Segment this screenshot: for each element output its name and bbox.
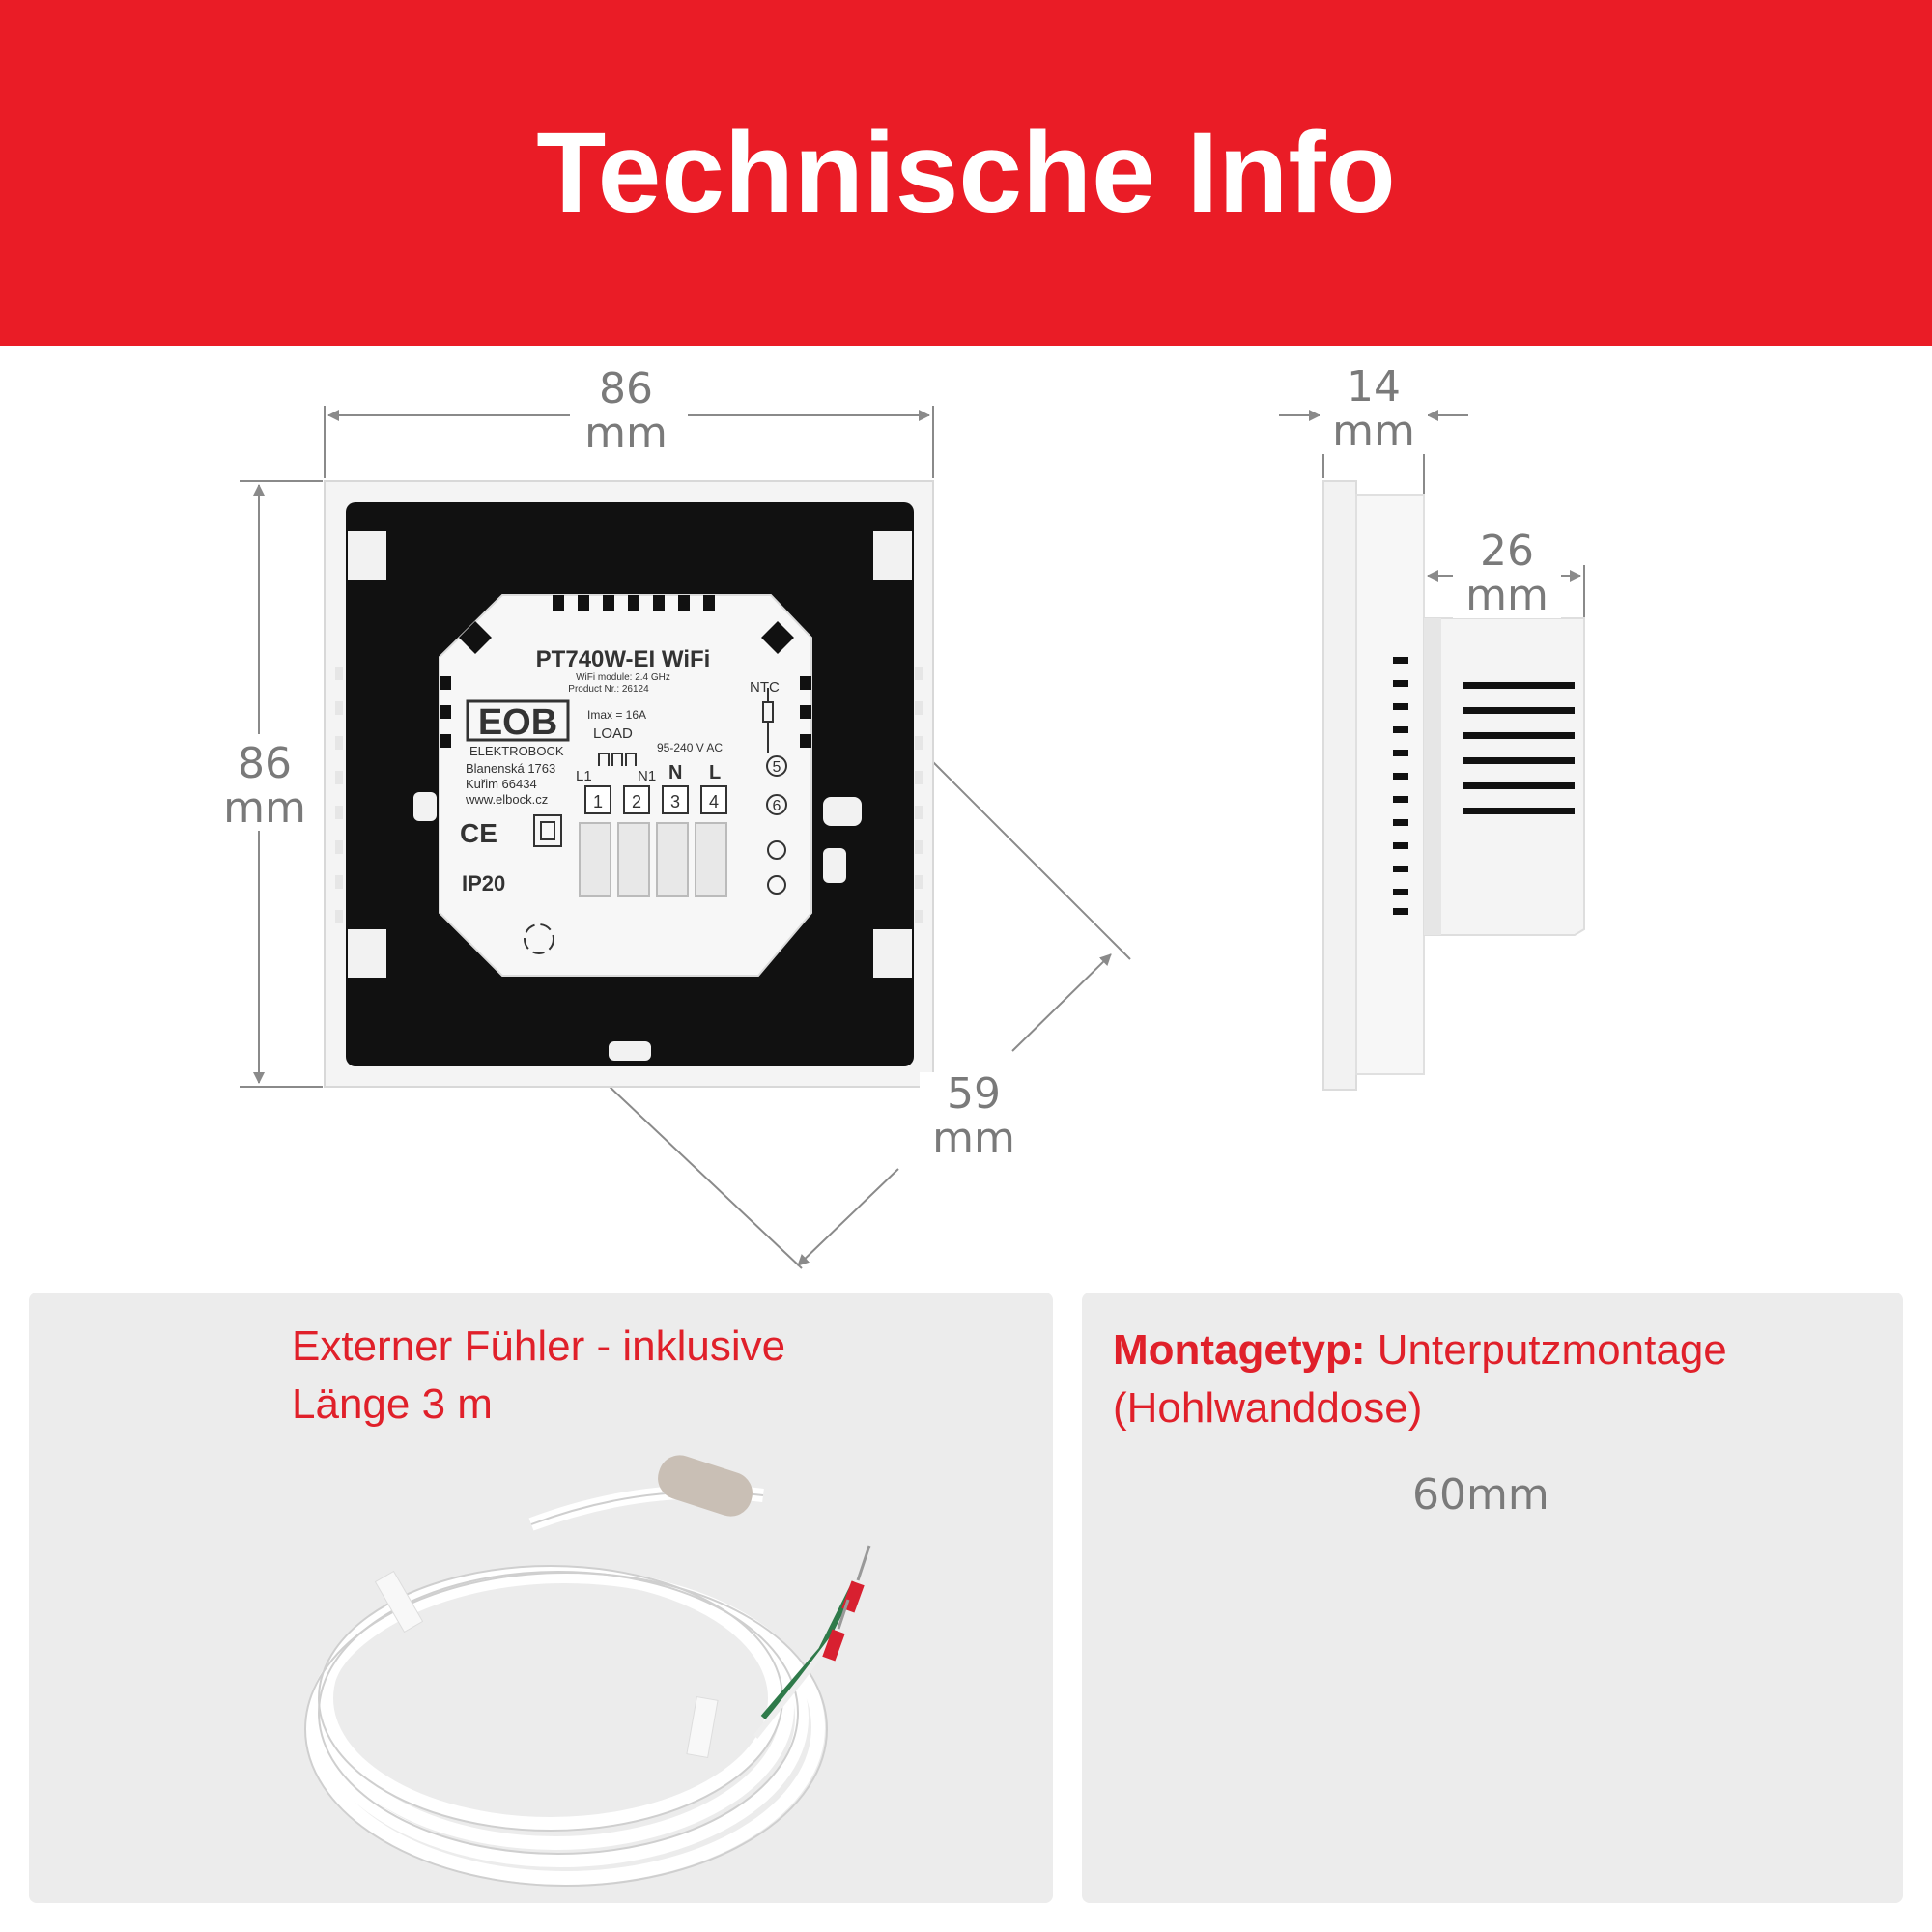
- width-dimension-label: 86 mm: [572, 367, 680, 456]
- height-value: 86: [238, 739, 292, 788]
- terminal-n1-label: N1: [638, 768, 656, 784]
- street-label: Blanenská 1763: [466, 761, 555, 776]
- ce-mark: CE: [460, 818, 497, 848]
- ntc-label: NTC: [750, 679, 780, 696]
- depth-unit: mm: [1332, 407, 1415, 456]
- thermostat-front-view: EOB: [324, 480, 934, 1088]
- header-banner: Technische Info: [0, 0, 1932, 346]
- module-value: 26: [1480, 526, 1534, 576]
- ip-rating: IP20: [462, 871, 505, 895]
- diagonal-unit: mm: [932, 1114, 1015, 1163]
- mount-type-detail: (Hohlwanddose): [1113, 1384, 1423, 1432]
- width-unit: mm: [584, 409, 668, 458]
- height-unit: mm: [223, 783, 306, 833]
- depth-dimension-label: 14 mm: [1320, 365, 1428, 454]
- product-nr-label: Product Nr.: 26124: [568, 684, 649, 695]
- sensor-caption: Externer Fühler - inklusive Länge 3 m: [292, 1318, 968, 1434]
- terminal-l-label: L: [709, 762, 721, 783]
- wifi-module-label: WiFi module: 2.4 GHz: [576, 672, 670, 683]
- terminal-n-label: N: [668, 762, 682, 783]
- imax-label: Imax = 16A: [587, 708, 646, 722]
- mount-type-value: Unterputzmontage: [1377, 1326, 1727, 1374]
- terminal-1: 1: [593, 792, 603, 811]
- load-label: LOAD: [593, 725, 633, 742]
- sensor-cable-image: [304, 1455, 871, 1887]
- mount-type-label: Montagetyp:: [1113, 1326, 1366, 1374]
- ntc-terminal-6: 6: [773, 798, 781, 814]
- depth-value: 14: [1347, 362, 1401, 412]
- terminal-l1-label: L1: [576, 768, 592, 784]
- sensor-caption-line1: Externer Fühler - inklusive: [292, 1322, 786, 1370]
- width-dimension-line: [324, 406, 934, 478]
- height-dimension-line: [240, 480, 323, 1088]
- sensor-panel: Externer Fühler - inklusive Länge 3 m: [29, 1293, 1053, 1903]
- module-unit: mm: [1465, 571, 1548, 620]
- height-dimension-label: 86 mm: [211, 742, 319, 831]
- city-label: Kuřim 66434: [466, 777, 537, 791]
- voltage-label: 95-240 V AC: [657, 741, 723, 754]
- model-label: PT740W-EI WiFi: [536, 646, 711, 672]
- ntc-terminal-5: 5: [773, 759, 781, 776]
- company-label: ELEKTROBOCK: [469, 744, 564, 758]
- sensor-caption-line2: Länge 3 m: [292, 1380, 493, 1428]
- mount-panel: Montagetyp: Unterputzmontage (Hohlwanddo…: [1082, 1293, 1903, 1903]
- diagonal-dimension-label: 59 mm: [920, 1072, 1028, 1161]
- thermostat-side-view: [1322, 480, 1585, 1091]
- page-title: Technische Info: [536, 109, 1396, 237]
- width-value: 86: [599, 364, 653, 413]
- terminal-4: 4: [709, 792, 719, 811]
- mount-caption: Montagetyp: Unterputzmontage (Hohlwanddo…: [1113, 1321, 1886, 1437]
- module-dimension-label: 26 mm: [1453, 529, 1561, 618]
- brand-logo: EOB: [478, 702, 557, 743]
- box-diameter-label: 60mm: [1406, 1470, 1555, 1520]
- web-label: www.elbock.cz: [465, 792, 548, 807]
- terminal-2: 2: [632, 792, 641, 811]
- terminal-3: 3: [670, 792, 680, 811]
- diagonal-value: 59: [947, 1069, 1001, 1119]
